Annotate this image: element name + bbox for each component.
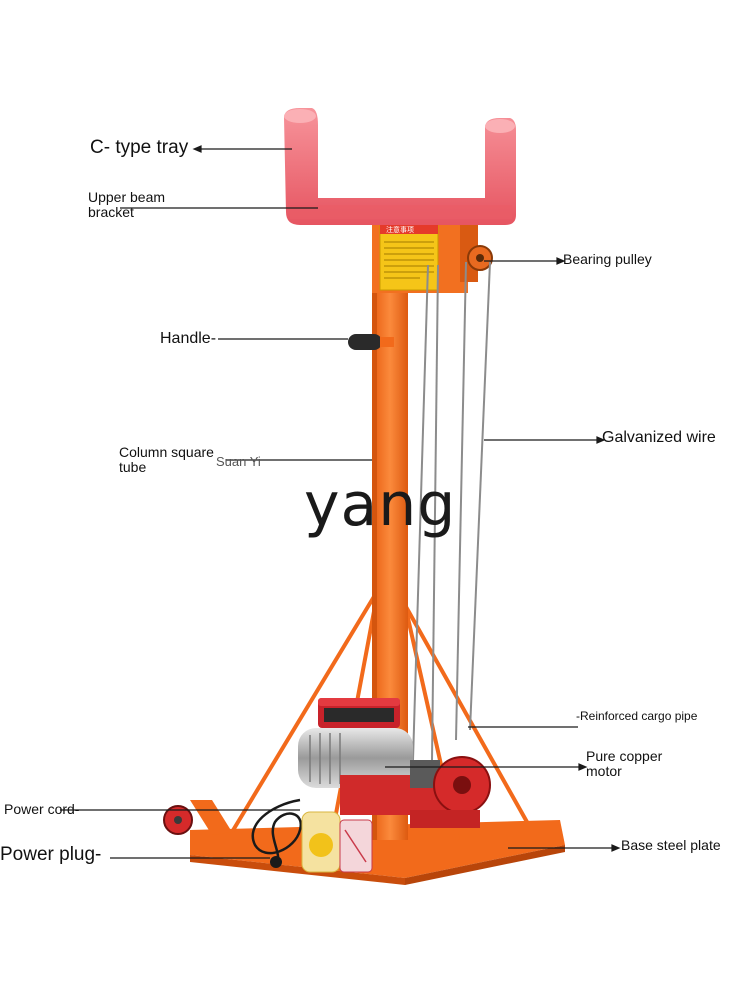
power-cord <box>251 798 303 863</box>
label-bearing-pulley: Bearing pulley <box>563 251 652 267</box>
power-plug <box>270 856 282 868</box>
bearing-pulley <box>467 245 493 271</box>
label-power-plug: Power plug- <box>0 844 102 865</box>
c-type-tray <box>284 108 516 225</box>
warning-sign-title: 注意事项 <box>386 225 414 234</box>
label-pure-copper-motor: Pure copper motor <box>586 748 663 779</box>
label-reinforced-cargo-pipe: -Reinforced cargo pipe <box>576 709 698 723</box>
handle <box>348 334 394 350</box>
wheel-frame <box>163 800 232 835</box>
label-power-cord: Power cord- <box>4 801 80 817</box>
label-base-steel-plate: Base steel plate <box>621 837 721 853</box>
label-handle: Handle- <box>160 330 217 347</box>
leader-lines <box>60 145 621 859</box>
watermark-text: yang <box>304 470 457 540</box>
label-column-square-tube: Column square tube <box>119 444 214 475</box>
warning-sign: 注意事项 <box>379 223 439 291</box>
motor-assembly <box>298 698 491 828</box>
galvanized-wire <box>412 261 491 761</box>
base-steel-plate <box>190 820 565 885</box>
label-galvanized-wire: Galvanized wire <box>602 429 716 446</box>
label-c-type-tray: C- type tray <box>90 137 189 158</box>
label-upper-beam-bracket: Upper beam bracket <box>88 189 166 220</box>
ghost-watermark-text: Suan Yi <box>216 454 261 469</box>
accessory-packages <box>301 811 373 873</box>
